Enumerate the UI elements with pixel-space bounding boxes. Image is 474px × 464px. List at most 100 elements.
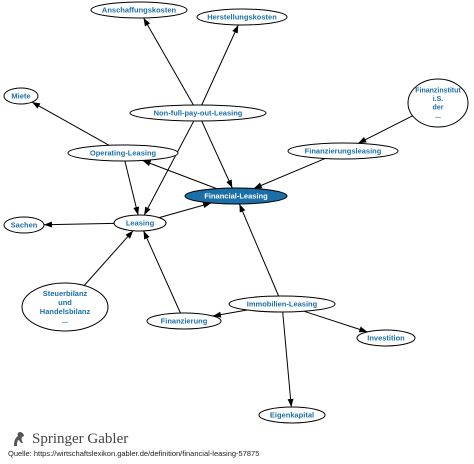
edge-line: [304, 310, 368, 333]
edge-financial-leasing-to-operating-leasing: [142, 160, 217, 190]
edge-line: [357, 115, 413, 144]
node-finanzierungsleasing[interactable]: Finanzierungsleasing: [287, 142, 399, 160]
edge-line: [83, 230, 134, 286]
node-label: der: [433, 105, 444, 112]
node-shape: [258, 406, 326, 424]
footer: Springer Gabler Quelle: https://wirtscha…: [0, 428, 474, 464]
edge-line: [282, 311, 292, 408]
node-shape: [129, 104, 267, 122]
node-shape: [356, 329, 416, 347]
arrowhead-icon: [253, 182, 263, 189]
arrowhead-icon: [232, 25, 239, 34]
edge-finanzierung-to-leasing: [143, 230, 181, 314]
arrowhead-icon: [358, 137, 367, 144]
node-sachen[interactable]: Sachen: [3, 216, 45, 234]
edge-line: [238, 203, 280, 297]
arrowhead-icon: [44, 221, 52, 228]
edge-finanzierungsleasing-to-financial-leasing: [253, 158, 326, 189]
edge-immobilien-leasing-to-eigenkapital: [282, 311, 294, 408]
node-shape: [21, 282, 109, 332]
node-leasing[interactable]: Leasing: [113, 214, 167, 232]
node-label: Sachen: [11, 221, 38, 230]
edge-line: [142, 160, 217, 190]
node-miete[interactable]: Miete: [3, 87, 39, 105]
arrowhead-icon: [32, 102, 41, 109]
node-label: Operating-Leasing: [90, 149, 157, 158]
edge-operating-leasing-to-miete: [31, 101, 110, 146]
node-label: i.S.: [433, 96, 444, 103]
arrowhead-icon: [125, 230, 134, 239]
arrowhead-icon: [144, 206, 151, 216]
node-label: Finanzinstitut: [415, 88, 461, 95]
node-investition[interactable]: Investition: [356, 329, 416, 347]
logo-sub: Gabler: [87, 430, 129, 447]
arrowhead-icon: [358, 326, 368, 333]
edge-line: [143, 120, 195, 216]
node-label: Financial-Leasing: [204, 192, 268, 201]
node-label: Miete: [11, 92, 30, 101]
springer-horse-icon: [14, 432, 24, 446]
node-shape: [90, 1, 188, 19]
node-shape: [113, 214, 167, 232]
edge-immobilien-leasing-to-finanzierung: [212, 309, 248, 318]
edge-leasing-to-sachen: [43, 221, 115, 228]
node-finanzierung[interactable]: Finanzierung: [146, 312, 222, 330]
node-shape: [196, 8, 288, 26]
node-non-full-pay-out-leasing[interactable]: Non-full-pay-out-Leasing: [129, 104, 267, 122]
node-operating-leasing[interactable]: Operating-Leasing: [67, 144, 179, 162]
node-herstellungskosten[interactable]: Herstellungskosten: [196, 8, 288, 26]
edge-line: [143, 230, 181, 314]
source-citation: Quelle: https://wirtschaftslexikon.gable…: [8, 449, 260, 458]
node-eigenkapital[interactable]: Eigenkapital: [258, 406, 326, 424]
node-label: Herstellungskosten: [207, 13, 277, 22]
node-steuerbilanz[interactable]: SteuerbilanzundHandelsbilanz...: [21, 282, 109, 332]
edge-line: [143, 17, 194, 106]
node-label: Finanzierung: [161, 317, 208, 326]
edge-line: [31, 101, 110, 146]
logo-brand: Springer: [32, 430, 84, 447]
arrowhead-icon: [143, 18, 151, 27]
node-shape: [67, 144, 179, 162]
arrowhead-icon: [202, 202, 212, 208]
edge-line: [253, 158, 326, 189]
node-label: Eigenkapital: [270, 411, 314, 420]
node-label: Non-full-pay-out-Leasing: [154, 109, 243, 118]
node-label: Steuerbilanz: [43, 289, 88, 298]
node-label: Anschaffungskosten: [102, 6, 177, 15]
node-anschaffungskosten[interactable]: Anschaffungskosten: [90, 1, 188, 19]
arrowhead-icon: [239, 204, 246, 213]
node-shape: [228, 295, 336, 313]
edge-line: [43, 222, 115, 226]
edge-finanzinstitut-to-finanzierungsleasing: [357, 115, 413, 144]
arrowhead-icon: [142, 160, 152, 167]
node-shape: [184, 187, 288, 205]
arrowhead-icon: [143, 230, 150, 240]
node-label: und: [58, 298, 72, 307]
edges-layer: [31, 17, 413, 408]
node-immobilien-leasing[interactable]: Immobilien-Leasing: [228, 295, 336, 313]
node-shape: [287, 142, 399, 160]
edge-non-full-pay-out-leasing-to-leasing: [143, 120, 195, 216]
edge-leasing-to-financial-leasing: [159, 202, 212, 219]
node-label: ...: [62, 316, 68, 325]
edge-line: [201, 120, 233, 189]
edge-immobilien-leasing-to-investition: [304, 310, 368, 333]
node-label: Finanzierungsleasing: [305, 147, 382, 156]
edge-operating-leasing-to-leasing: [124, 160, 140, 216]
springer-gabler-logo: Springer Gabler: [10, 430, 128, 448]
node-shape: [3, 216, 45, 234]
arrowhead-icon: [287, 398, 294, 407]
node-shape: [407, 78, 469, 128]
node-label: Leasing: [126, 219, 155, 228]
edge-immobilien-leasing-to-financial-leasing: [238, 203, 280, 297]
node-shape: [146, 312, 222, 330]
node-label: Immobilien-Leasing: [247, 300, 318, 309]
edge-non-full-pay-out-leasing-to-herstellungskosten: [201, 24, 239, 106]
edge-non-full-pay-out-leasing-to-financial-leasing: [201, 120, 233, 189]
edge-line: [124, 160, 139, 216]
edge-non-full-pay-out-leasing-to-anschaffungskosten: [143, 17, 194, 106]
node-label: ...: [435, 113, 441, 120]
node-financial-leasing[interactable]: Financial-Leasing: [184, 187, 288, 205]
edge-steuerbilanz-to-leasing: [83, 230, 134, 286]
